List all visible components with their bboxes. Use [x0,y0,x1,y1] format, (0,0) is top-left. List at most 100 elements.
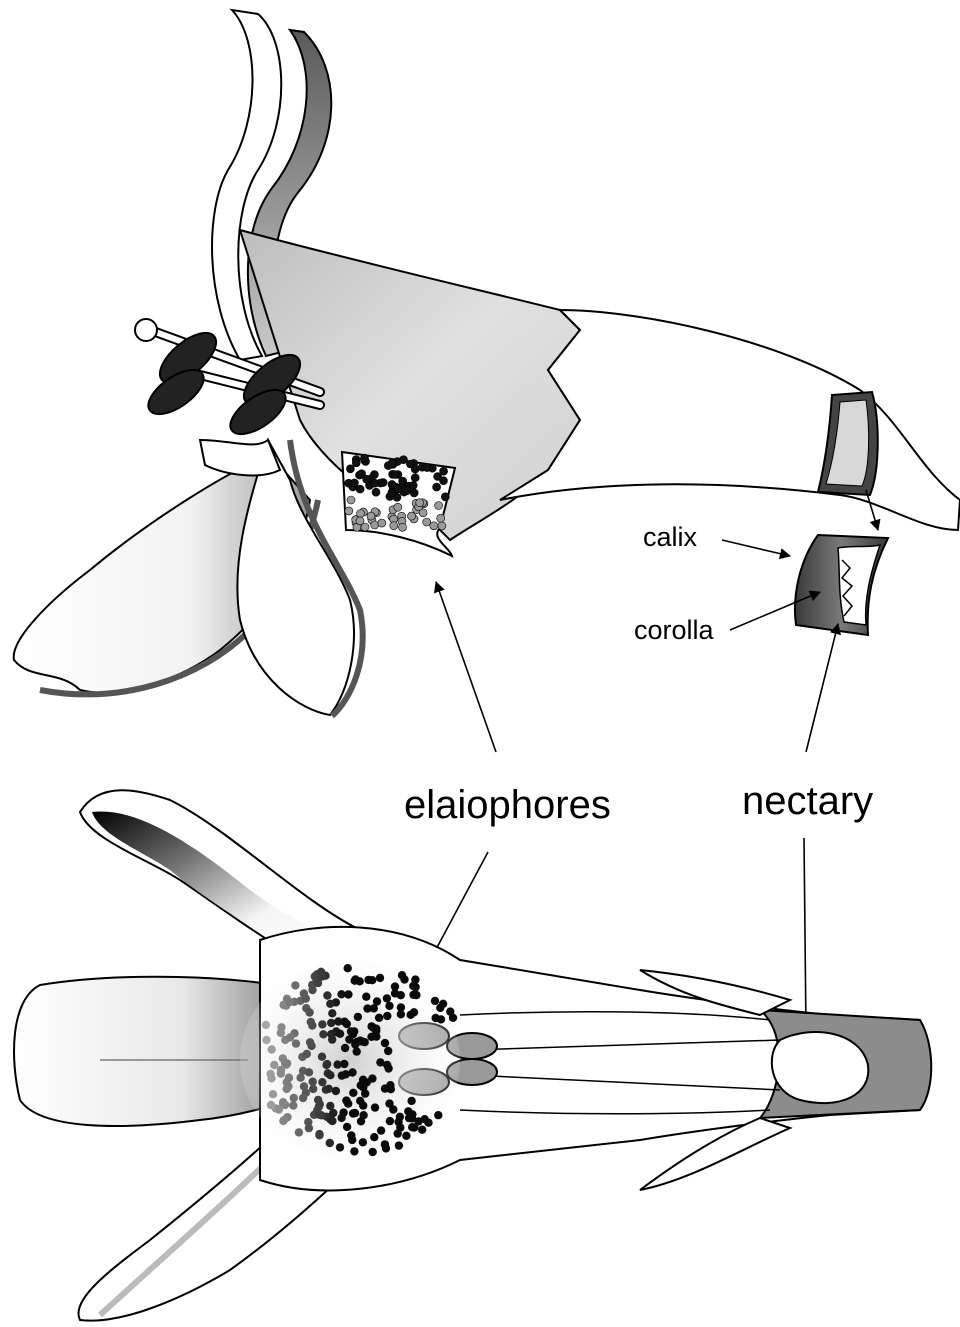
gland-dot [295,1128,303,1136]
gland-dot [308,986,316,994]
gland-dot [290,1094,298,1102]
gland-dot [404,1107,412,1115]
gland-dot [372,1032,380,1040]
gland-dot [270,1061,278,1069]
gland-dot [371,479,379,487]
gland-dot [305,1068,313,1076]
gland-dot [409,982,417,990]
gland-dot [283,1085,291,1093]
gland-dot [408,512,416,520]
gland-dot [386,1081,394,1089]
gland-dot [398,971,406,979]
gland-dot [307,1018,315,1026]
gland-dot [279,1117,287,1125]
gland-dot [409,991,417,999]
gland-dot [372,488,380,496]
gland-dot [336,1030,344,1038]
gland-dot [437,514,445,522]
gland-dot [338,1071,346,1079]
gland-dot [326,1071,334,1079]
gland-dot [322,1061,330,1069]
gland-dot [319,1030,327,1038]
gland-dot [318,1053,326,1061]
gland-dot [361,454,369,462]
gland-dot [309,1085,317,1093]
gland-dot [350,479,358,487]
gland-dot [266,1070,274,1078]
gland-dot [286,1033,294,1041]
label-elaiophores: elaiophores [404,783,611,827]
gland-dot [391,471,399,479]
gland-dot [402,1132,410,1140]
gland-dot [423,518,431,526]
gland-dot [262,1021,270,1029]
gland-dot [391,982,399,990]
gland-dot [356,517,364,525]
gland-dot [368,1074,376,1082]
gland-dot [373,997,381,1005]
label-corolla: corolla [634,615,715,645]
gland-dot [383,1012,391,1020]
gland-dot [384,1047,392,1055]
gland-dot [309,1078,317,1086]
gland-dot [328,1117,336,1125]
calix-arrow [722,540,790,556]
gland-dot [384,1064,392,1072]
gland-dot [269,1090,277,1098]
gland-dot [344,1100,352,1108]
gland-dot [356,977,364,985]
nectary-arrow-top [806,624,838,752]
gland-dot [367,512,375,520]
gland-dot [345,507,353,515]
gland-dot [305,1008,313,1016]
gland-dot [332,1087,340,1095]
gland-dot [359,1138,367,1146]
gland-dot [326,1000,334,1008]
gland-dot [411,474,419,482]
gland-dot [434,473,442,481]
gland-dot [350,1027,358,1035]
gland-dot [414,1117,422,1125]
gland-dot [410,489,418,497]
gland-dot [381,1039,389,1047]
gland-dot [439,1000,447,1008]
gland-dot [385,1002,393,1010]
gland-dot [367,1022,375,1030]
gland-dot [430,522,438,530]
gland-dot [432,1014,440,1022]
gland-dot [336,1143,344,1151]
gland-dot [396,1123,404,1131]
gland-dot [386,1117,394,1125]
gland-dot [285,998,293,1006]
gland-dot [283,1059,291,1067]
gland-dot [318,1020,326,1028]
gland-dot [369,1148,377,1156]
gland-dot [370,1133,378,1141]
gland-dot [303,1050,311,1058]
gland-dot [433,483,441,491]
gland-dot [397,991,405,999]
gland-dot [289,1101,297,1109]
elaiophores-arrow-top [436,582,496,752]
gland-dot [329,1109,337,1117]
gland-dot [383,994,391,1002]
gland-dot [375,1014,383,1022]
gland-dot [377,1126,385,1134]
gland-dot [354,1013,362,1021]
gland-dot [349,1089,357,1097]
gland-dot [419,509,427,517]
gland-dot [299,1094,307,1102]
gland-dot [407,1097,415,1105]
gland-dot [416,499,424,507]
gland-dot [418,1126,426,1134]
gland-dot [434,1111,442,1119]
gland-dot [344,964,352,972]
gland-dot [407,1011,415,1019]
gland-dot [352,459,360,467]
gland-dot [357,1117,365,1125]
gland-dot [423,464,431,472]
gland-dot [327,1019,335,1027]
gland-dot [341,1044,349,1052]
gland-dot [395,1141,403,1149]
